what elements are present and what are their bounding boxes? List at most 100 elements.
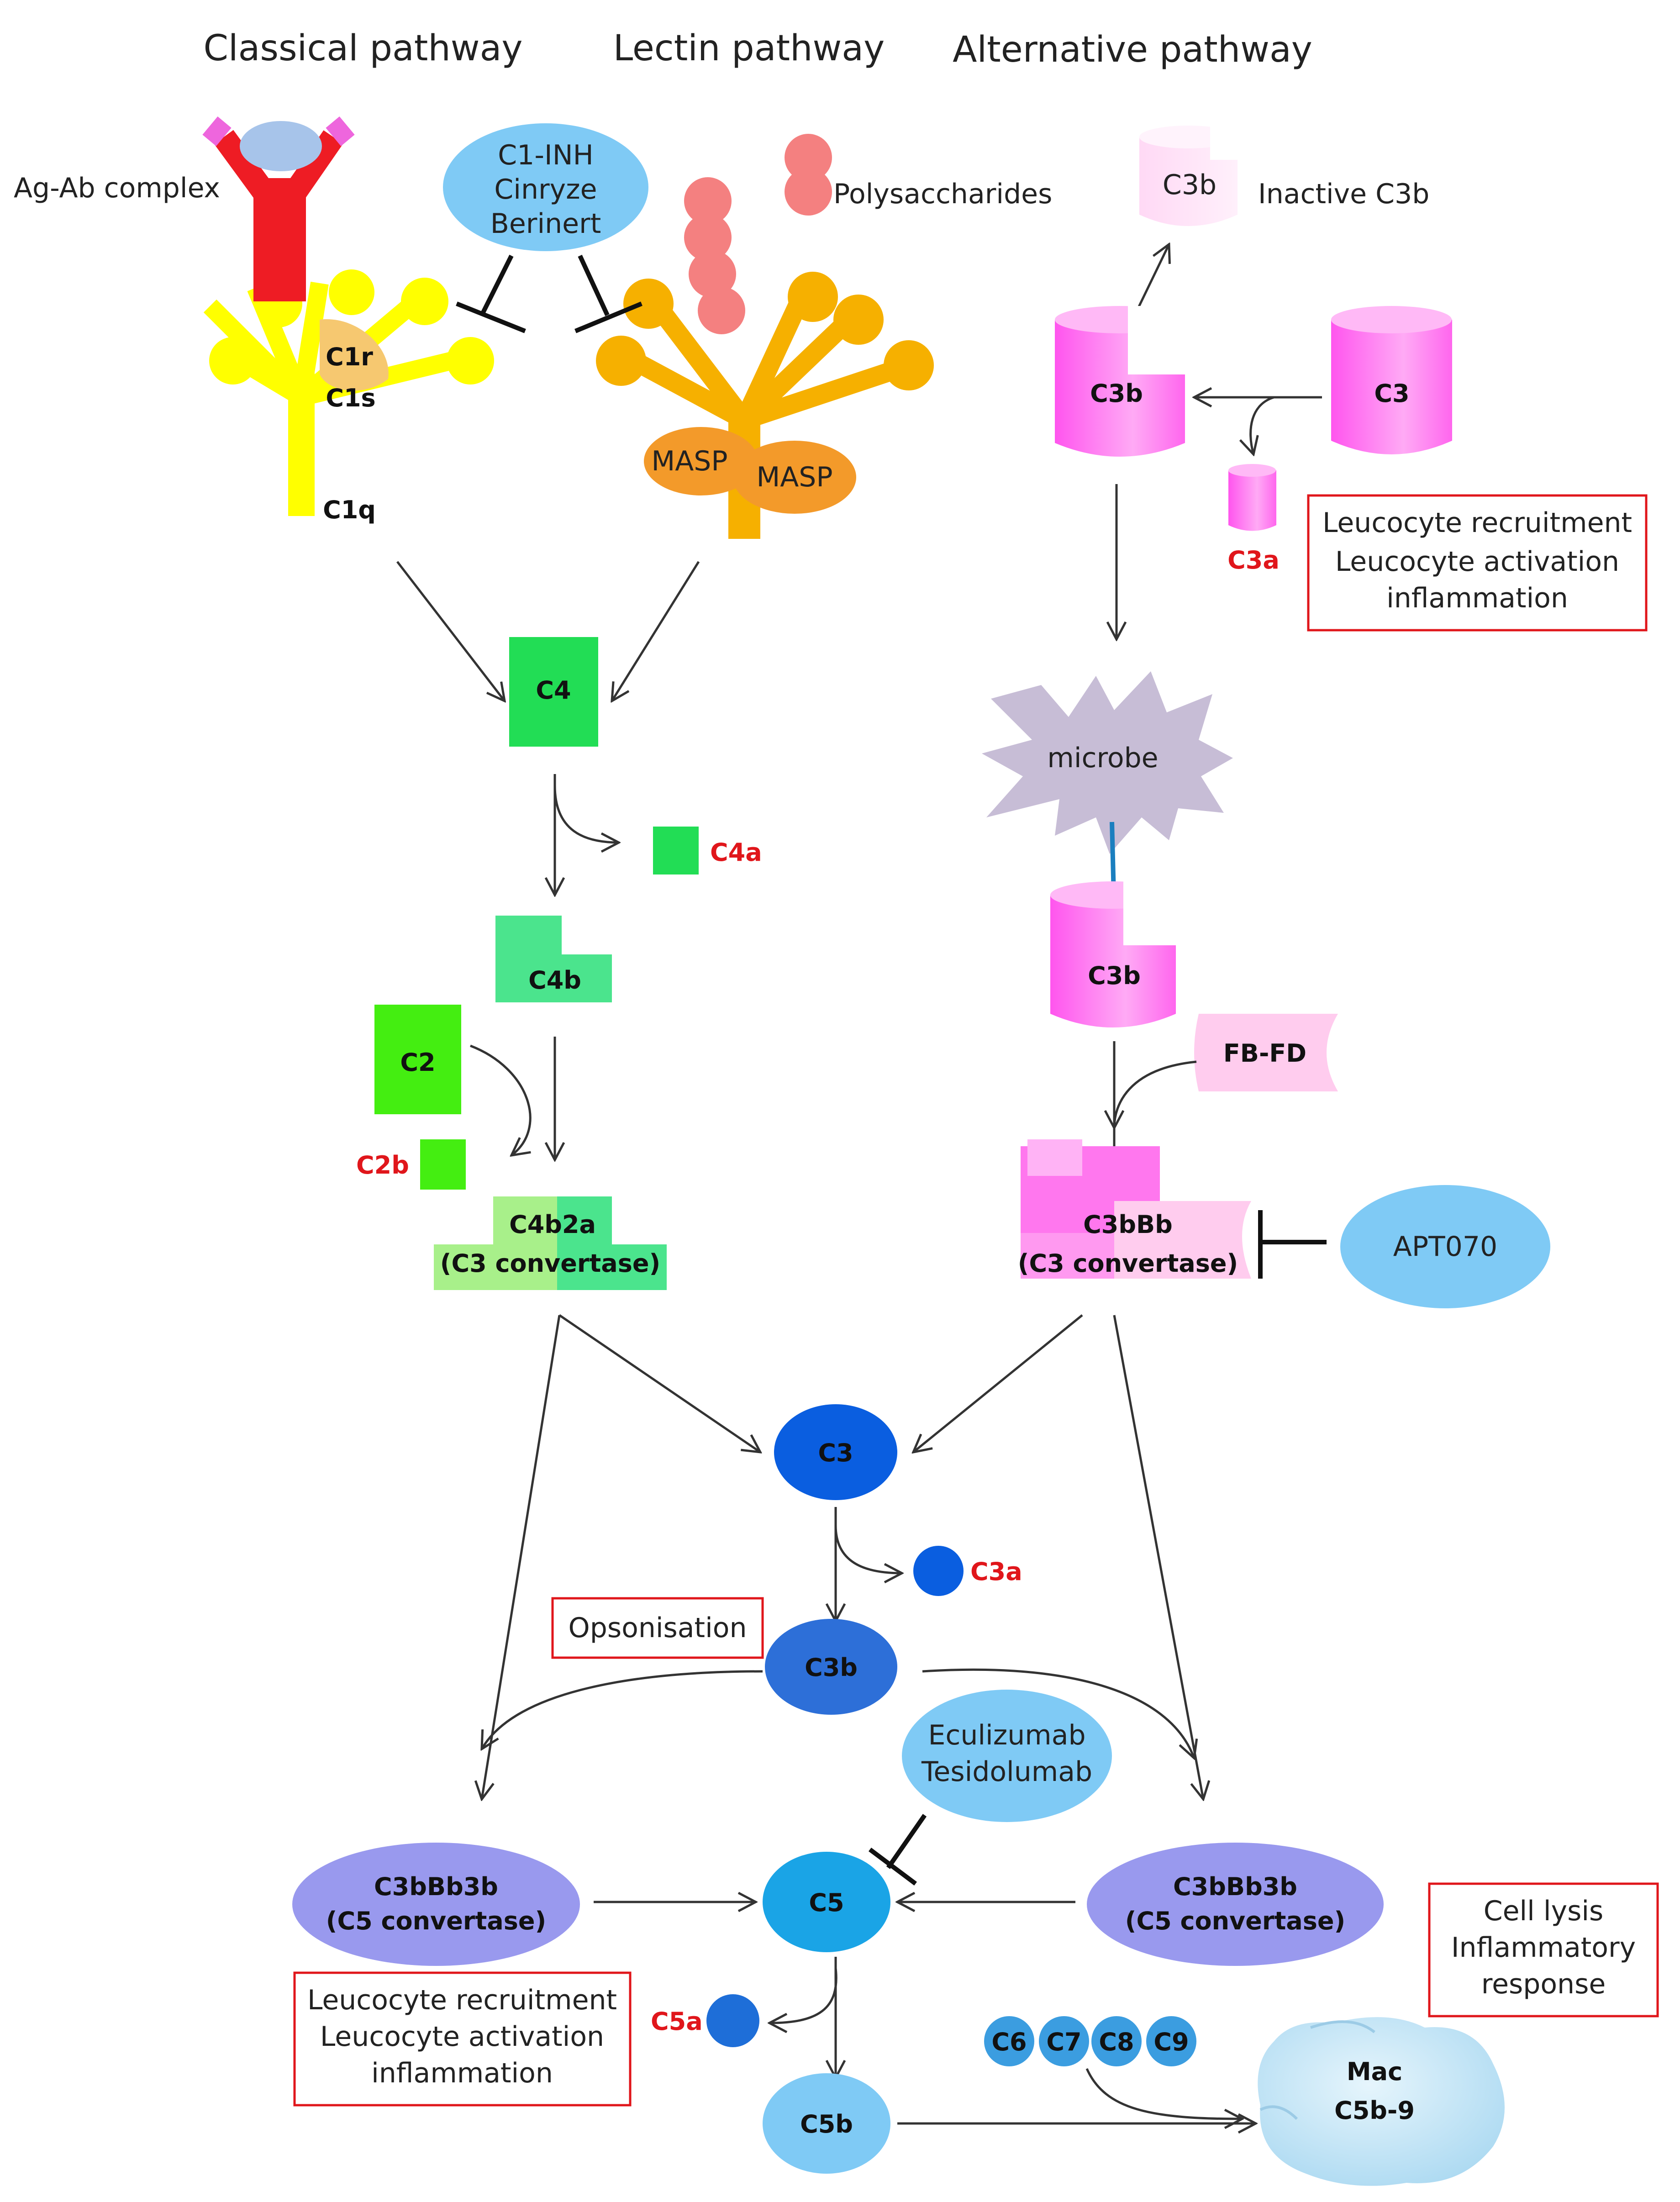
- mac-sub-label: C5b-9: [1334, 2096, 1415, 2125]
- c5conv-left-label: C3bBb3b: [374, 1872, 498, 1901]
- c1-inh-line-2: Cinryze: [494, 174, 597, 205]
- polysaccharides-label: Polysaccharides: [833, 178, 1052, 210]
- microbe-label: microbe: [1047, 742, 1158, 774]
- c1-inh-line-1: C1-INH: [498, 139, 593, 171]
- arrow-c2-to-c2b: [470, 1044, 532, 1155]
- c1q-label: C1q: [323, 495, 376, 524]
- c6-label: C6: [991, 2028, 1027, 2056]
- c5conv-left-sub-label: (C5 convertase): [326, 1907, 546, 1935]
- cell-lysis-box: [1428, 1882, 1659, 2018]
- mbl-complex: [596, 272, 934, 539]
- c4b-label: C4b: [528, 966, 581, 995]
- mac-label: Mac: [1347, 2057, 1402, 2086]
- eculizumab-inhibition-line: [886, 1814, 927, 1869]
- c1-inh-inhibition-lines: [456, 254, 643, 333]
- c5-label: C5: [809, 1888, 844, 1917]
- fb-fd-label: FB-FD: [1223, 1039, 1306, 1068]
- c3b-mid-label: C3b: [1088, 961, 1141, 990]
- arrow-c3-to-c3a: [1251, 396, 1274, 454]
- c4a-block: [653, 827, 699, 874]
- arrow-c5-to-c5a: [769, 1968, 837, 2023]
- arrow-c3-to-c3a-center: [834, 1525, 902, 1573]
- arrow-c4-to-c4a: [553, 785, 619, 843]
- c8-circle: [1091, 2016, 1142, 2066]
- c3b-center-label: C3b: [805, 1653, 858, 1682]
- c4b-block: [495, 916, 612, 1002]
- c1r-label: C1r: [326, 342, 373, 371]
- c3b-inactive-label: C3b: [1163, 169, 1217, 201]
- mac-complex: [1258, 2017, 1505, 2186]
- c9-label: C9: [1153, 2028, 1189, 2056]
- arrow-c6c9-to-mac: [1085, 2068, 1242, 2119]
- antibody-ag-ab-complex: [202, 116, 355, 301]
- opsonisation-box: [551, 1597, 764, 1659]
- c4b2a-block: [434, 1196, 667, 1290]
- c3-top-cylinder: [1331, 306, 1452, 454]
- c5-convertase-left: [292, 1843, 580, 1966]
- c5b-circle: [763, 2073, 890, 2174]
- c5-circle: [763, 1852, 890, 1952]
- c1s-label: C1s: [326, 384, 375, 412]
- c4b2a-label: C4b2a: [509, 1210, 596, 1239]
- c3b-top-label: C3b: [1090, 379, 1143, 408]
- c1-inh-line-3: Berinert: [490, 208, 601, 240]
- box-top-right-line-1: Leucocyte recruitment: [1322, 507, 1632, 539]
- c2b-block: [420, 1139, 466, 1190]
- inactive-c3b-cylinder: [1139, 126, 1242, 226]
- arrow-c4b2a-to-c3: [558, 1314, 760, 1452]
- masp1-label: MASP: [651, 445, 727, 477]
- box-bottom-left-line-2: Leucocyte activation: [320, 2021, 604, 2053]
- c5conv-right-label: C3bBb3b: [1173, 1872, 1297, 1901]
- eculizumab-inhibition-bar: [869, 1848, 917, 1886]
- polysaccharide-chain: [684, 134, 832, 334]
- eculizumab-line-2: Tesidolumab: [921, 1756, 1092, 1788]
- c3a-top-cylinder: [1228, 464, 1276, 531]
- box-bottom-right-line-1: Cell lysis: [1484, 1895, 1604, 1927]
- c3-center-circle: [774, 1404, 897, 1500]
- eculizumab-line-1: Eculizumab: [928, 1719, 1085, 1751]
- c3a-center-circle: [913, 1546, 964, 1596]
- c5a-label: C5a: [651, 2007, 703, 2036]
- arrow-fbfd-to-c3bbb: [1114, 1060, 1197, 1128]
- c3a-center-label: C3a: [970, 1557, 1022, 1586]
- c3b-mid-cylinder: [1050, 881, 1180, 1027]
- c8-label: C8: [1099, 2028, 1134, 2056]
- arrow-c3bbb-to-c5conv-right: [1113, 1315, 1203, 1799]
- box-bottom-left-line-1: Leucocyte recruitment: [307, 1984, 617, 2016]
- ag-ab-complex-label: Ag-Ab complex: [14, 172, 220, 204]
- c2b-label: C2b: [356, 1151, 409, 1180]
- c2-block: [374, 1005, 461, 1114]
- c1-inh-inhibitor: [443, 123, 648, 251]
- c3b-top-cylinder: [1055, 306, 1190, 457]
- c7-label: C7: [1046, 2028, 1081, 2056]
- c4-label: C4: [536, 676, 571, 705]
- c5conv-right-sub-label: (C5 convertase): [1125, 1907, 1345, 1935]
- leucocyte-box-top-right: [1307, 494, 1648, 632]
- c4a-label: C4a: [710, 838, 762, 867]
- c3-top-label: C3: [1374, 379, 1409, 408]
- fb-fd-block: [1194, 1014, 1338, 1091]
- eculizumab-inhibitor: [902, 1690, 1112, 1822]
- c3a-top-label: C3a: [1227, 546, 1280, 574]
- box-bottom-right-line-2: Inflammatory: [1451, 1932, 1636, 1964]
- arrow-c1-to-c4: [396, 561, 505, 701]
- arrow-c3b-to-c5conv-left: [482, 1670, 763, 1749]
- apt070-inhibitor: [1340, 1185, 1550, 1308]
- c5-convertase-right: [1087, 1843, 1384, 1966]
- box-bottom-left-line-3: inflammation: [371, 2057, 553, 2089]
- c3b-center-circle: [765, 1619, 897, 1715]
- inactive-c3b-label: Inactive C3b: [1258, 178, 1429, 210]
- box-bottom-right-line-3: response: [1481, 1968, 1606, 2000]
- c3-center-label: C3: [818, 1438, 853, 1467]
- c4b2a-sub-label: (C3 convertase): [440, 1249, 660, 1278]
- c5b-label: C5b: [800, 2110, 853, 2139]
- opsonisation-label: Opsonisation: [569, 1612, 747, 1644]
- header-lectin-pathway: Lectin pathway: [613, 28, 885, 69]
- microbe-shape: [982, 671, 1233, 854]
- c3bbb-sub-label: (C3 convertase): [1018, 1249, 1238, 1278]
- c6-circle: [984, 2016, 1034, 2066]
- c2-label: C2: [400, 1048, 435, 1077]
- c4-block: [509, 637, 598, 747]
- c9-circle: [1146, 2016, 1196, 2066]
